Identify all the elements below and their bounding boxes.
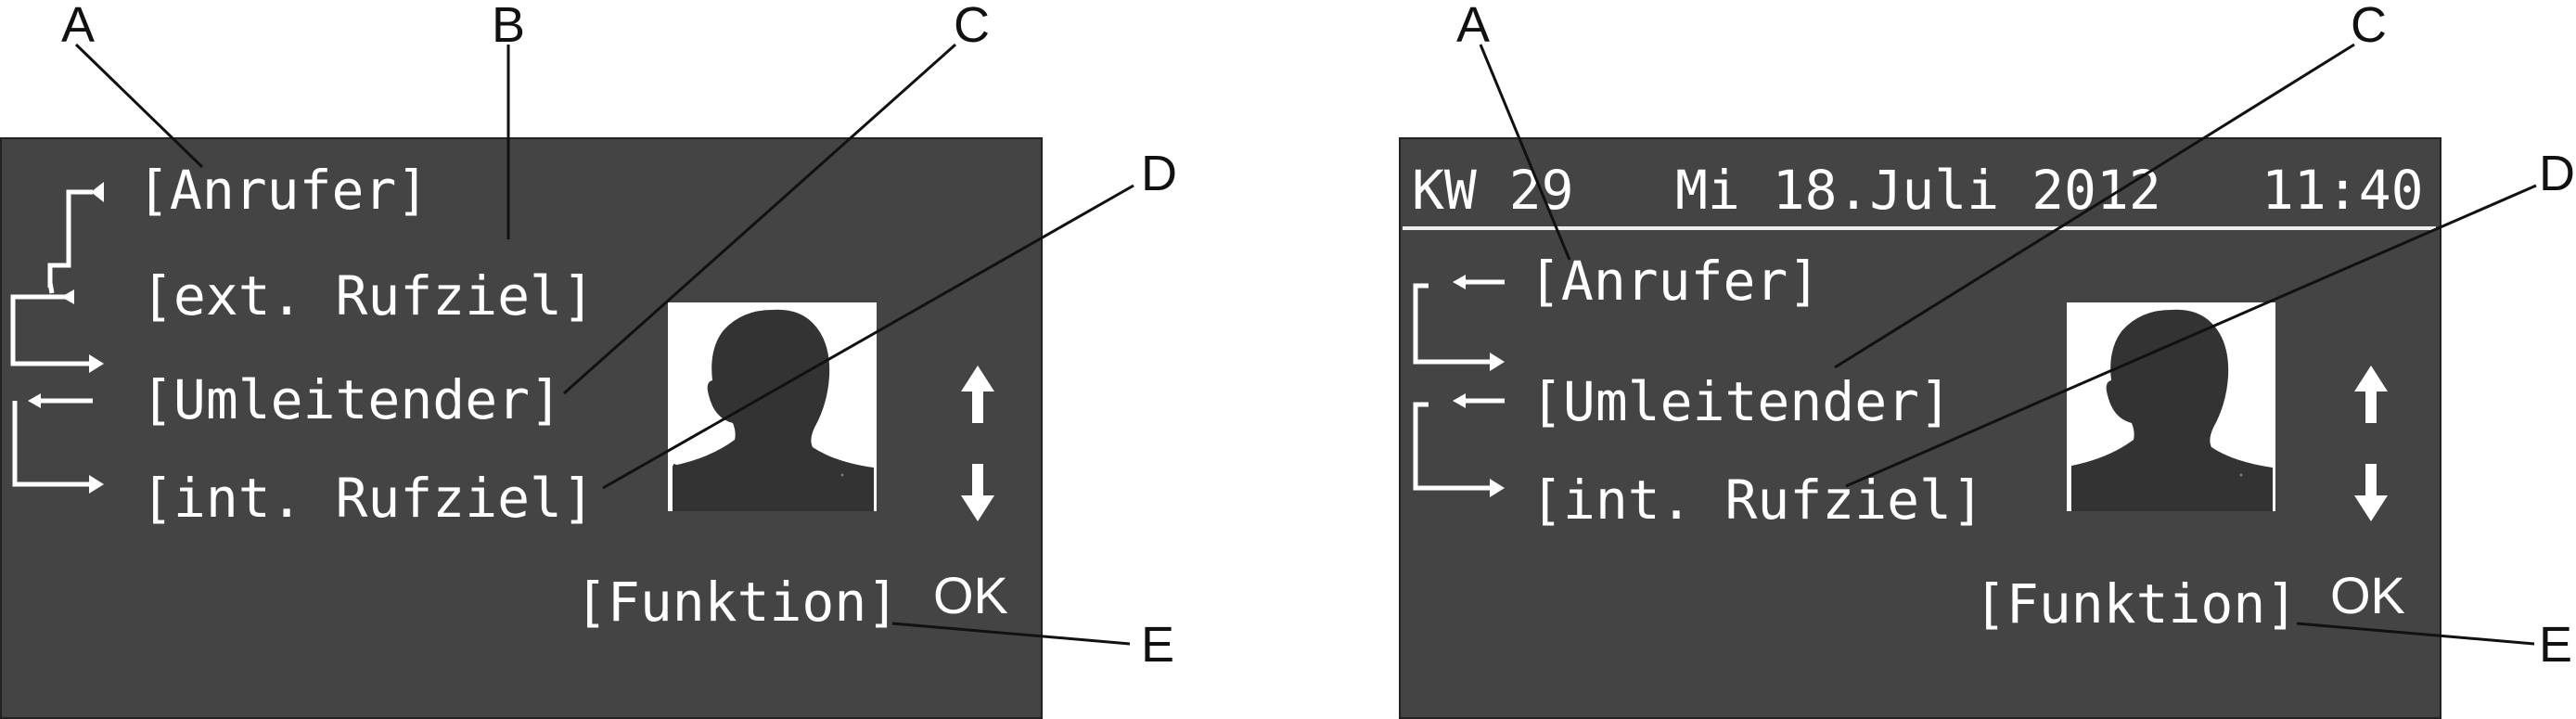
callout-d-left: D <box>1141 146 1177 201</box>
callout-d-right: D <box>2539 146 2575 201</box>
person-silhouette-icon <box>668 302 877 511</box>
caller-label: [Anrufer] <box>137 159 429 222</box>
int-target-label: [int. Rufziel] <box>1531 469 1984 532</box>
person-silhouette-icon <box>2067 302 2275 511</box>
callout-a-left: A <box>61 0 96 53</box>
callout-e-left: E <box>1141 617 1175 673</box>
function-label: [Funktion] <box>1974 572 2299 636</box>
int-target-label: [int. Rufziel] <box>141 467 595 530</box>
ok-label: OK <box>2330 566 2405 624</box>
date-label: Mi 18.Juli 2012 <box>1675 159 2161 222</box>
callout-e-right: E <box>2539 617 2573 673</box>
function-label: [Funktion] <box>575 571 900 634</box>
callout-a-right: A <box>1456 0 1491 53</box>
ok-label: OK <box>933 566 1008 624</box>
redirector-label: [Umleitender] <box>141 368 562 431</box>
header-divider <box>1403 226 2436 230</box>
ext-target-label: [ext. Rufziel] <box>141 264 595 327</box>
callout-c-left: C <box>954 0 990 53</box>
redirector-label: [Umleitender] <box>1531 370 1952 433</box>
caller-label: [Anrufer] <box>1529 250 1821 313</box>
callout-c-right: C <box>2351 0 2387 53</box>
time-label: 11:40 <box>2262 159 2424 222</box>
week-label: KW 29 <box>1412 159 1574 222</box>
callout-b: B <box>492 0 526 53</box>
